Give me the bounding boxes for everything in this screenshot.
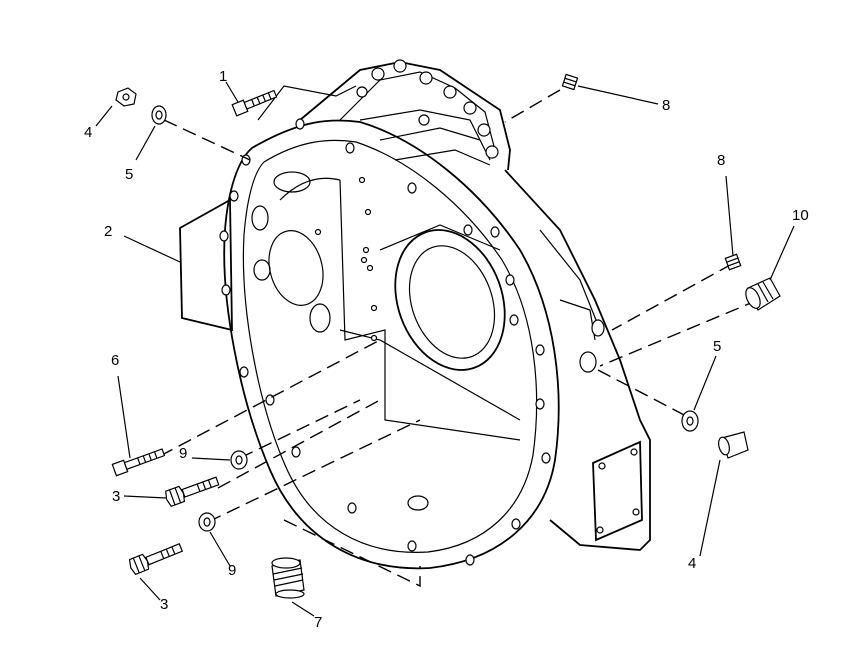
- flange-bolt-holes: [219, 118, 551, 566]
- part-7-plug: [271, 557, 305, 599]
- callout-8-right: 8: [717, 152, 725, 169]
- part-8-plug-right: [724, 253, 742, 271]
- top-casting-bosses: [356, 59, 499, 159]
- part-8-plug-top: [561, 73, 579, 91]
- callout-9-upper: 9: [179, 445, 187, 462]
- callout-4-right: 4: [688, 555, 696, 572]
- part-5-washer-top: [151, 105, 167, 125]
- part-5-washer-right: [681, 410, 699, 432]
- callout-7: 7: [314, 614, 322, 631]
- callout-2: 2: [104, 223, 112, 240]
- assembly-center-lines: [159, 85, 759, 588]
- callout-labels: 1 2 3 3 4 4 5 5 6 7 8 8 9 9 10: [84, 68, 809, 631]
- part-3-bolt-lower: [128, 543, 184, 576]
- part-4-nut-top: [115, 87, 137, 107]
- callout-3-lower: 3: [160, 596, 168, 613]
- callout-8-top: 8: [662, 97, 670, 114]
- part-1-bolt: [231, 89, 278, 117]
- callout-5-right: 5: [713, 338, 721, 355]
- leader-lines: [95, 81, 795, 617]
- callout-6: 6: [111, 352, 119, 369]
- flywheel-housing: [179, 59, 651, 570]
- part-10-plug: [745, 277, 781, 311]
- part-6-bolt: [111, 448, 166, 477]
- callout-9-lower: 9: [228, 562, 236, 579]
- part-9-washer-upper: [230, 450, 248, 470]
- callout-1: 1: [219, 68, 227, 85]
- callout-10: 10: [792, 207, 809, 224]
- part-9-washer-lower: [198, 512, 216, 532]
- callout-4-left: 4: [84, 124, 92, 141]
- part-4-plug-right: [718, 431, 749, 459]
- part-3-bolt-upper: [165, 476, 220, 507]
- callout-5-left: 5: [125, 166, 133, 183]
- callout-3-upper: 3: [112, 488, 120, 505]
